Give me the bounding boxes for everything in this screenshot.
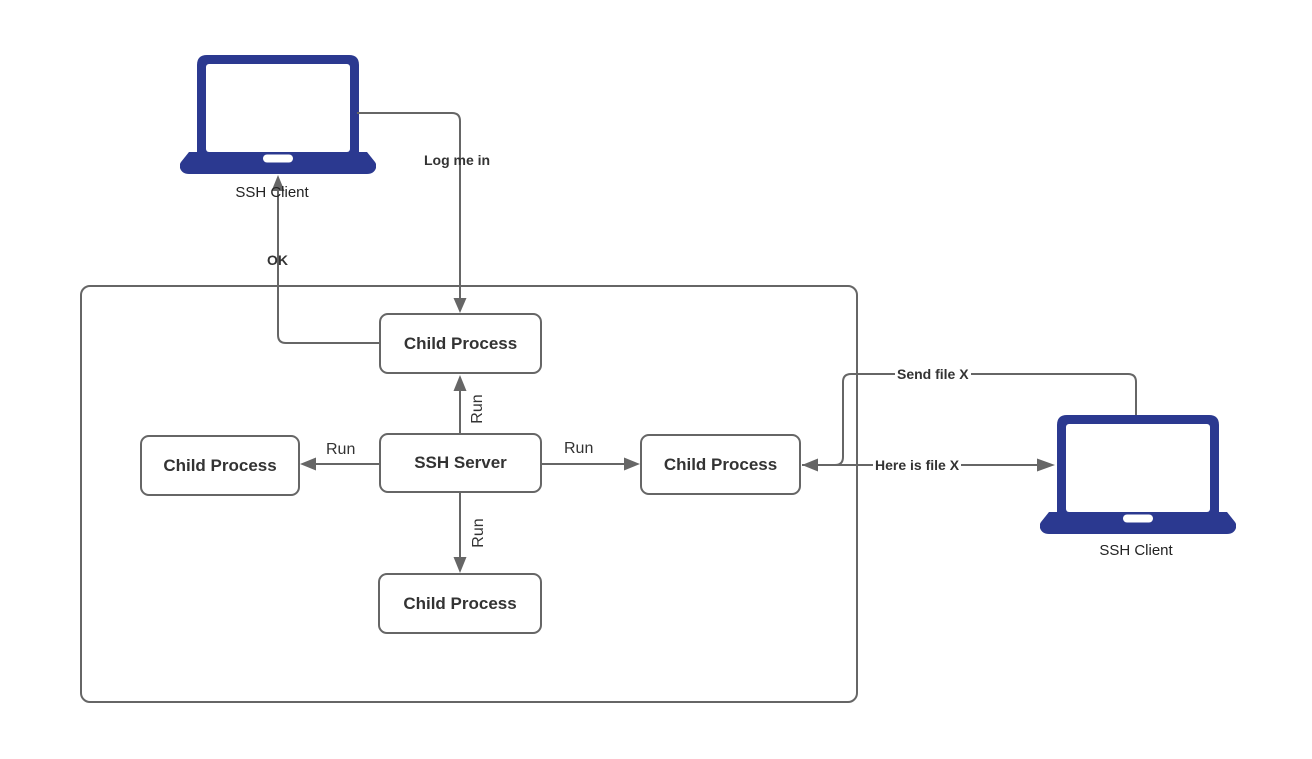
node-child-process-bottom: Child Process (378, 573, 542, 634)
laptop-icon (1039, 415, 1237, 534)
edge-label-send-file-x: Send file X (895, 366, 971, 382)
node-label: Child Process (403, 333, 518, 353)
ssh-client-left (179, 55, 377, 175)
ssh-client-right-label: SSH Client (1099, 542, 1173, 559)
node-label: Child Process (403, 593, 517, 613)
edge-label-run-left: Run (326, 441, 356, 458)
edge-label-run-up: Run (469, 394, 486, 424)
edge-label-run-down: Run (470, 518, 487, 548)
node-ssh-server: SSH Server (379, 433, 542, 493)
node-label: Child Process (663, 454, 778, 474)
edge-label-run-right: Run (564, 440, 594, 457)
node-label: Child Process (163, 455, 277, 475)
node-child-process-top: Child Process (379, 313, 542, 374)
edge-label-log-me-in: Log me in (424, 152, 491, 168)
edge-label-here-is-file-x: Here is file X (873, 457, 962, 473)
node-child-process-right: Child Process (640, 434, 801, 495)
ssh-client-right (1039, 415, 1237, 535)
edge-label-ok: OK (267, 252, 288, 268)
laptop-icon (179, 55, 377, 174)
node-child-process-left: Child Process (140, 435, 300, 496)
node-label: SSH Server (414, 453, 507, 472)
server-host-container (80, 285, 858, 703)
ssh-client-left-label: SSH Client (235, 184, 309, 201)
